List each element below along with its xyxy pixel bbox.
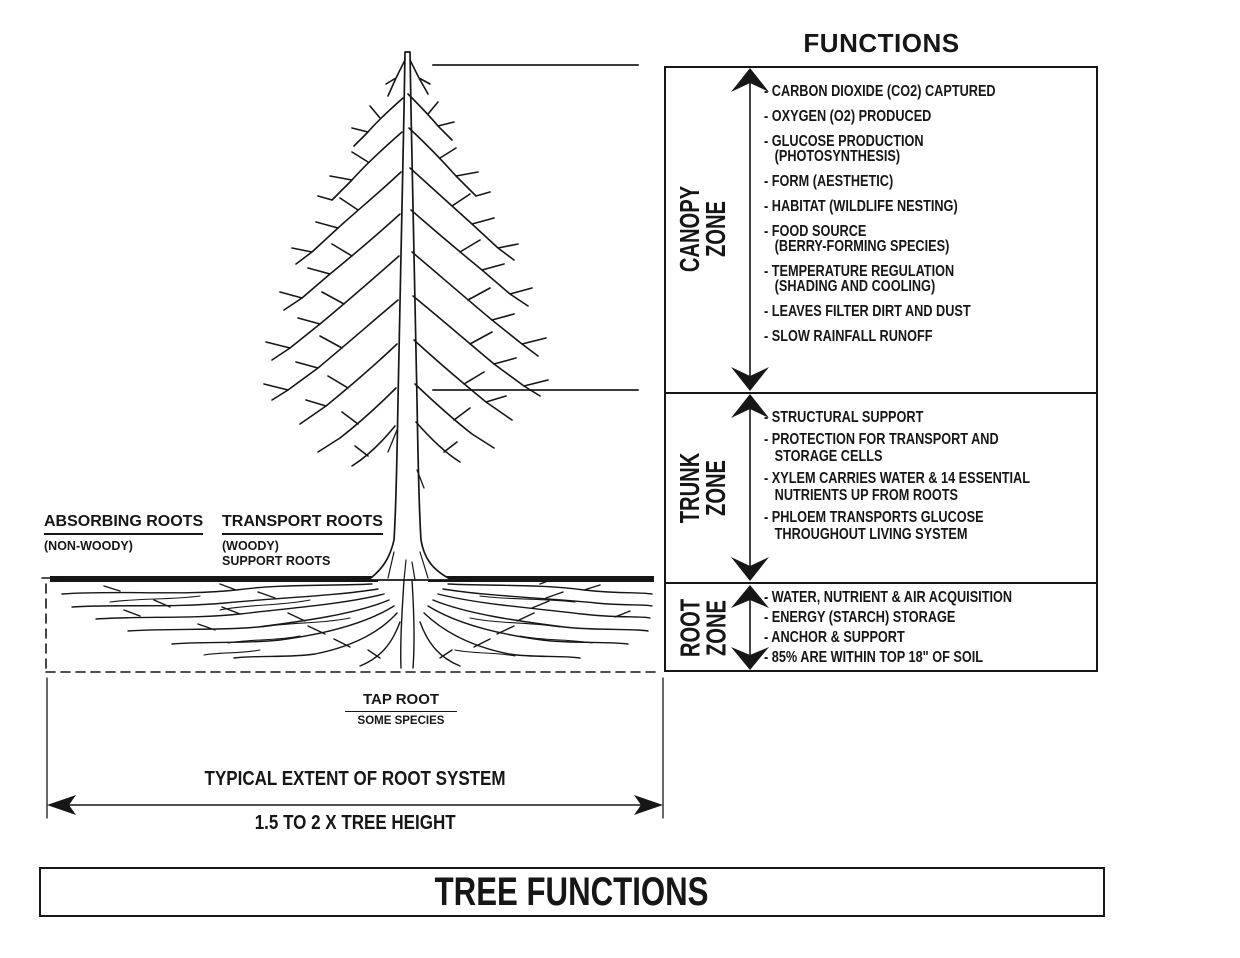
function-item-line: - SLOW RAINFALL RUNOFF [764, 328, 933, 345]
function-item-line: - STRUCTURAL SUPPORT [764, 409, 924, 426]
function-item-line: THROUGHOUT LIVING SYSTEM [774, 526, 968, 543]
function-item-line: - HABITAT (WILDLIFE NESTING) [764, 198, 958, 215]
canopy-zone-label: CANOPY ZONE [674, 185, 732, 273]
tap-root-subtitle: SOME SPECIES [357, 715, 445, 727]
ground-line [50, 576, 654, 582]
transport-roots-title: TRANSPORT ROOTS [222, 513, 383, 535]
function-item-line: - PROTECTION FOR TRANSPORT AND [764, 431, 999, 448]
function-item-line: NUTRIENTS UP FROM ROOTS [774, 487, 959, 504]
function-item-line: - ANCHOR & SUPPORT [764, 629, 905, 646]
functions-header: FUNCTIONS [803, 28, 960, 58]
root-zone-label: ROOT ZONE [674, 598, 732, 658]
zone-extent-arrows [731, 68, 769, 670]
tree-canopy [263, 59, 549, 467]
transport-roots-label: TRANSPORT ROOTS (WOODY) SUPPORT ROOTS [222, 513, 383, 568]
function-item-line: (PHOTOSYNTHESIS) [774, 148, 901, 165]
trunk-zone-items: - STRUCTURAL SUPPORT - PROTECTION FOR TR… [764, 394, 1092, 543]
absorbing-roots-label: ABSORBING ROOTS (NON-WOODY) [44, 513, 204, 553]
root-zone-items: - WATER, NUTRIENT & AIR ACQUISITION - EN… [764, 584, 1092, 666]
transport-roots-subtitle2: SUPPORT ROOTS [222, 554, 331, 568]
function-item-line: - XYLEM CARRIES WATER & 14 ESSENTIAL [764, 470, 1031, 487]
function-item-line: - 85% ARE WITHIN TOP 18" OF SOIL [764, 649, 984, 666]
tree-trunk [367, 51, 453, 581]
function-item-line: - PHLOEM TRANSPORTS GLUCOSE [764, 509, 984, 526]
trunk-root-divider [664, 582, 1098, 584]
function-item-line: - LEAVES FILTER DIRT AND DUST [764, 303, 971, 320]
function-item-line: - OXYGEN (O2) PRODUCED [764, 108, 932, 125]
root-extent-dashed-box [45, 583, 661, 673]
canopy-zone-items: - CARBON DIOXIDE (CO2) CAPTURED - OXYGEN… [764, 66, 1092, 345]
canopy-trunk-divider [664, 392, 1098, 394]
absorbing-roots-title: ABSORBING ROOTS [44, 513, 204, 535]
function-item-line: - FOOD SOURCE [764, 223, 867, 240]
function-item-line: STORAGE CELLS [774, 448, 883, 465]
title-bar: TREE FUNCTIONS [39, 867, 1105, 917]
absorbing-roots-subtitle: (NON-WOODY) [44, 539, 133, 553]
function-item-line: - CARBON DIOXIDE (CO2) CAPTURED [764, 83, 996, 100]
function-item-line: (BERRY-FORMING SPECIES) [774, 238, 950, 255]
functions-box [664, 66, 1098, 672]
root-extent-label: TYPICAL EXTENT OF ROOT SYSTEM [204, 768, 506, 790]
transport-roots-subtitle1: (WOODY) [222, 539, 279, 553]
root-system [61, 577, 653, 669]
function-item-line: - WATER, NUTRIENT & AIR ACQUISITION [764, 589, 1013, 606]
tap-root-lines [400, 579, 415, 669]
function-item-line: - ENERGY (STARCH) STORAGE [764, 609, 956, 626]
tree-height-ratio-label: 1.5 TO 2 X TREE HEIGHT [254, 812, 456, 834]
function-item-line: (SHADING AND COOLING) [774, 278, 936, 295]
zone-reference-lines [432, 64, 639, 391]
function-item-line: - FORM (AESTHETIC) [764, 173, 894, 190]
page-title: TREE FUNCTIONS [435, 869, 709, 914]
dimension-arrow [46, 677, 664, 819]
trunk-zone-label: TRUNK ZONE [674, 452, 731, 524]
tap-root-label: TAP ROOT SOME SPECIES [345, 691, 457, 727]
function-item-line: - GLUCOSE PRODUCTION [764, 133, 924, 150]
function-item-line: - TEMPERATURE REGULATION [764, 263, 955, 280]
tap-root-title: TAP ROOT [345, 691, 457, 712]
